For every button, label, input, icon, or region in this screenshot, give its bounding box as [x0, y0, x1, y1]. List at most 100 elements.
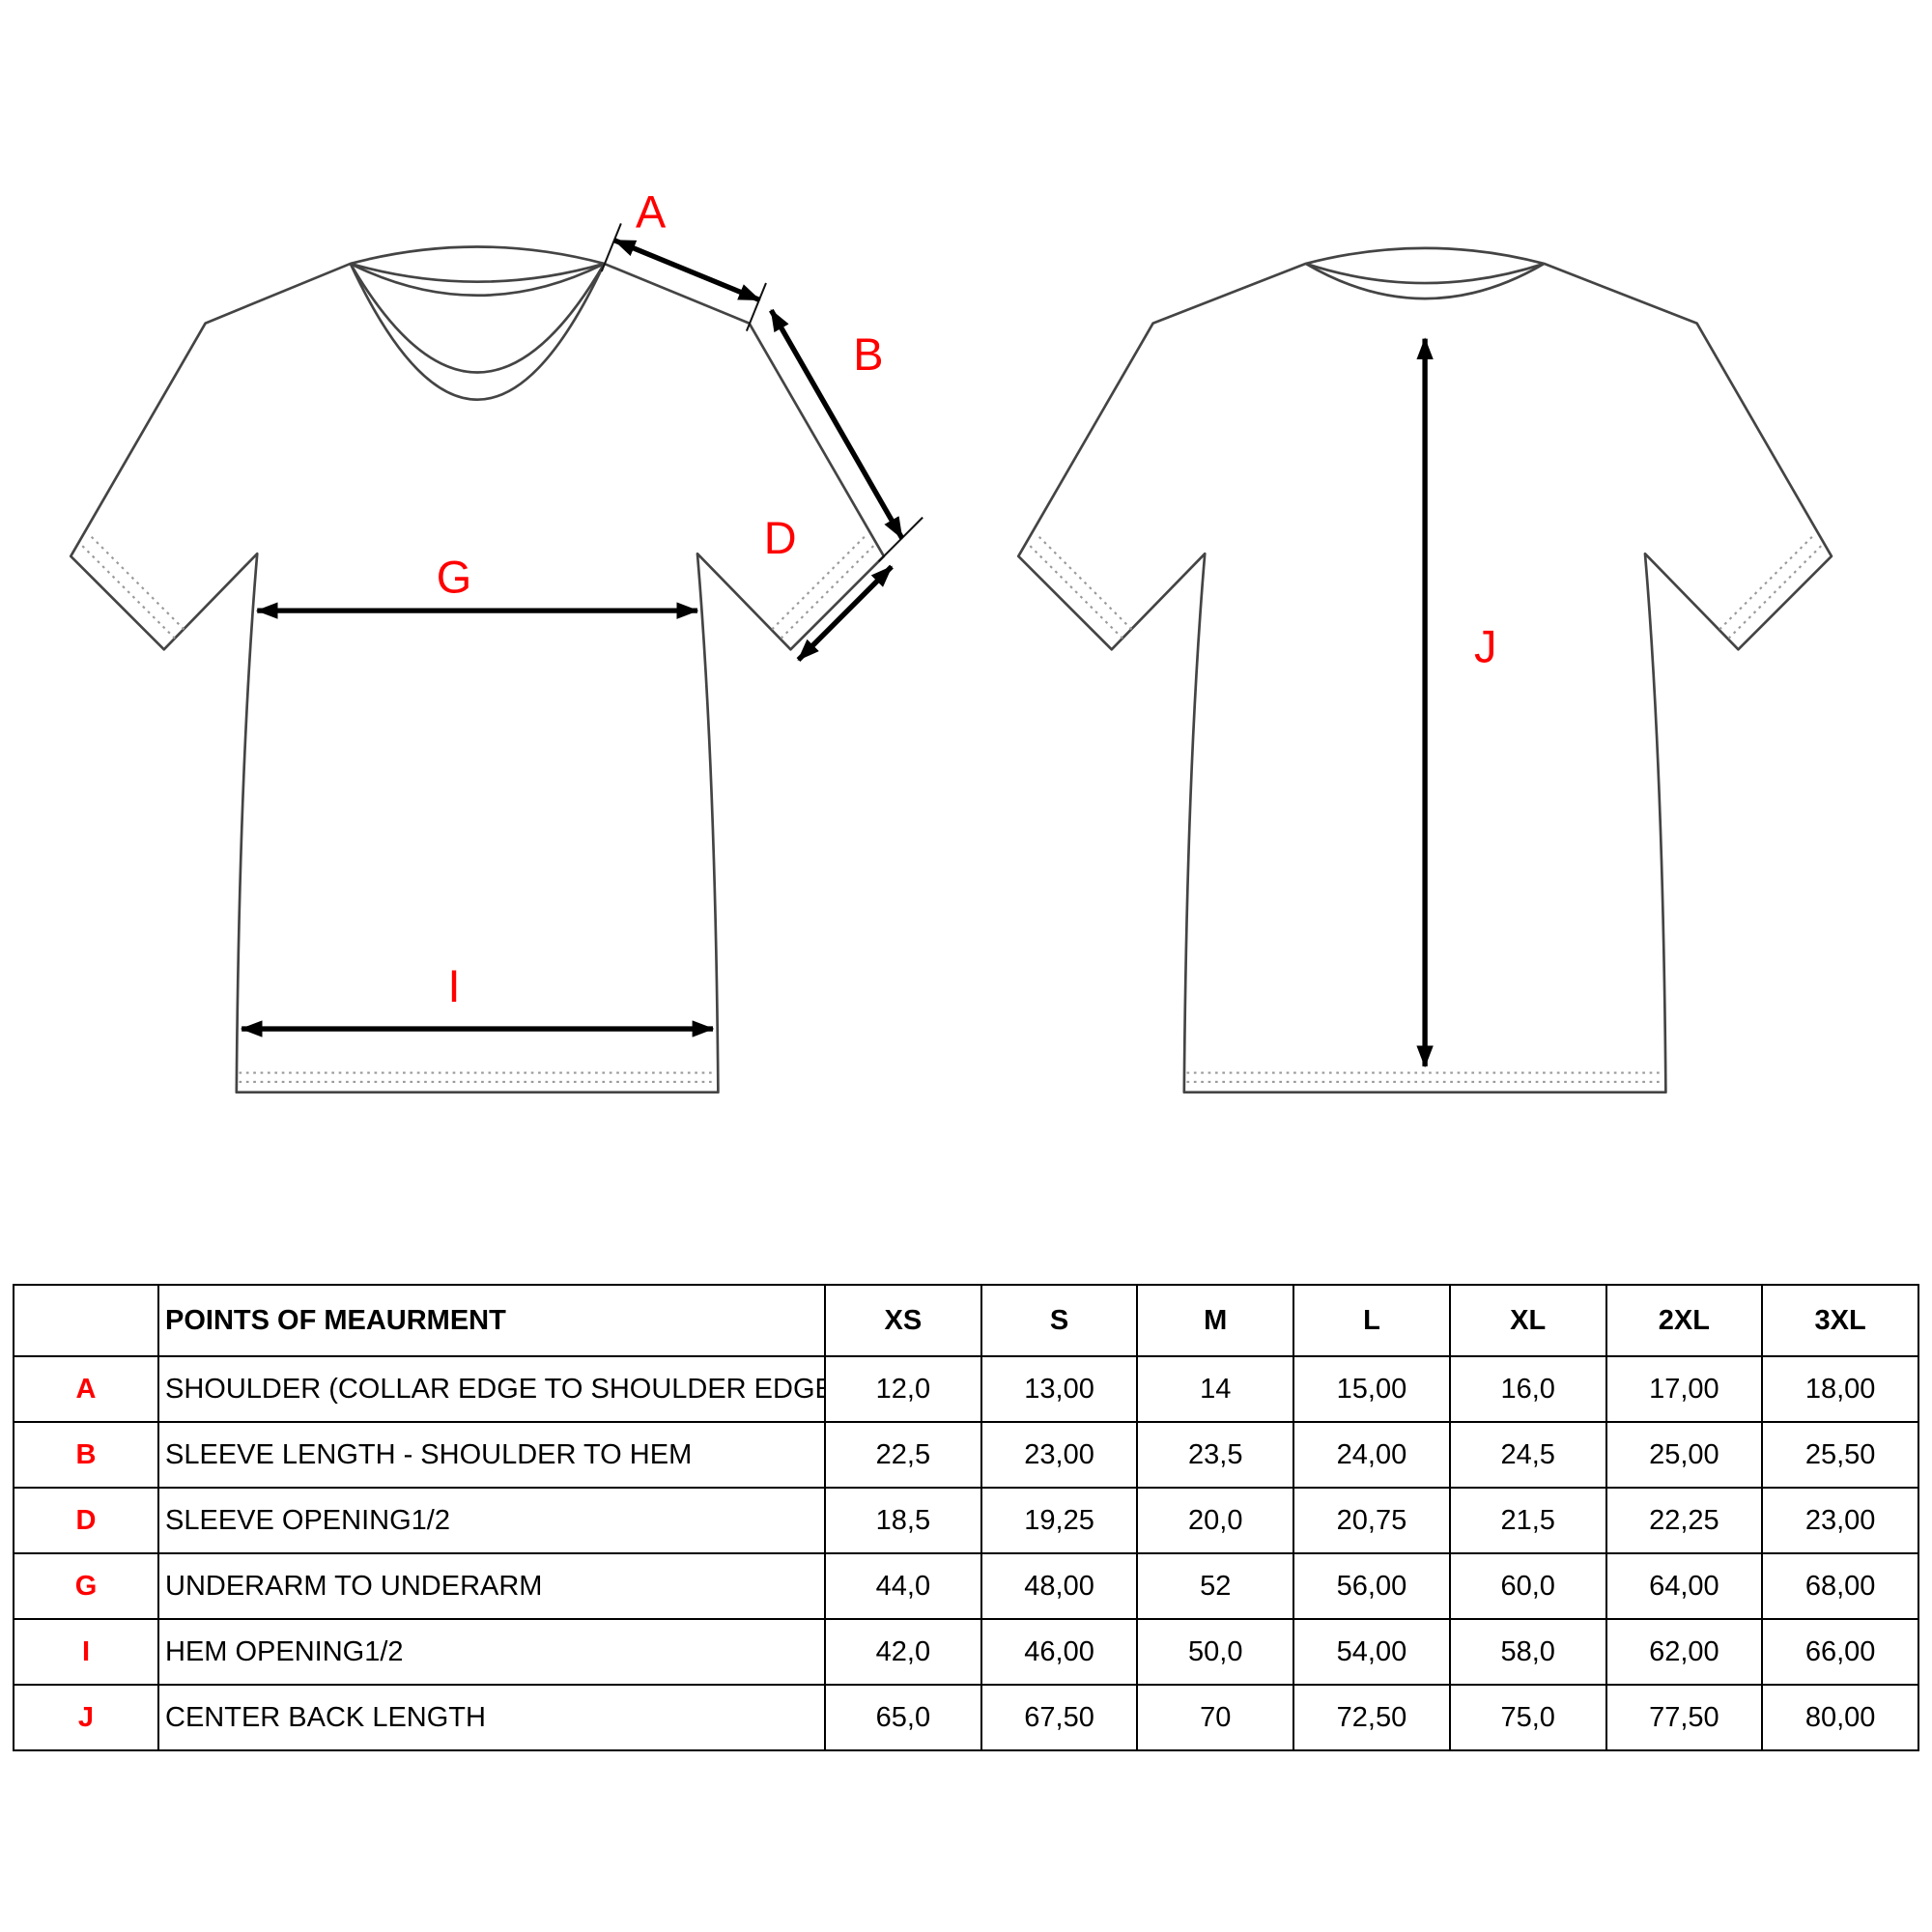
right-sleeve-hem-stitch — [1718, 535, 1813, 631]
measurement-value: 54,00 — [1293, 1618, 1451, 1687]
front-back-neck-line — [350, 262, 605, 283]
measurement-name: UNDERARM TO UNDERARM — [157, 1552, 826, 1621]
measurement-value: 75,0 — [1448, 1684, 1607, 1752]
measurement-value: 46,00 — [980, 1618, 1139, 1687]
measurement-name: CENTER BACK LENGTH — [157, 1684, 826, 1752]
measurement-value: 22,25 — [1605, 1487, 1764, 1555]
measurement-value: 62,00 — [1605, 1618, 1764, 1687]
measurement-value: 80,00 — [1761, 1684, 1919, 1752]
arrow-shoulder-A — [612, 238, 761, 302]
size-column-header: L — [1293, 1284, 1451, 1358]
measurement-value: 64,00 — [1605, 1552, 1764, 1621]
measurement-value: 68,00 — [1761, 1552, 1919, 1621]
measurement-letter: G — [13, 1552, 159, 1621]
front-shirt-body — [69, 245, 886, 1094]
right-sleeve-hem-stitch — [1726, 545, 1822, 640]
measurement-value: 22,5 — [824, 1421, 982, 1490]
measurement-value: 60,0 — [1448, 1552, 1607, 1621]
left-sleeve-hem-stitch — [81, 545, 177, 640]
measurement-value: 50,0 — [1136, 1618, 1295, 1687]
left-sleeve-hem-stitch — [90, 535, 185, 631]
back-shirt-diagram: J — [1016, 246, 1833, 1094]
measurement-value: 56,00 — [1293, 1552, 1451, 1621]
measurement-value: 25,00 — [1605, 1421, 1764, 1490]
measurement-value: 44,0 — [824, 1552, 982, 1621]
measurement-value: 23,00 — [1761, 1487, 1919, 1555]
measurement-value: 18,5 — [824, 1487, 982, 1555]
measurement-value: 13,00 — [980, 1355, 1139, 1424]
size-column-header: 2XL — [1605, 1284, 1764, 1358]
measurement-name: SHOULDER (COLLAR EDGE TO SHOULDER EDGE) — [157, 1355, 826, 1424]
measurement-value: 17,00 — [1605, 1355, 1764, 1424]
sleeve-hem-extension-tick — [877, 516, 923, 562]
measurement-value: 23,00 — [980, 1421, 1139, 1490]
measurement-value: 65,0 — [824, 1684, 982, 1752]
size-column-header: S — [980, 1284, 1139, 1358]
measurement-value: 66,00 — [1761, 1618, 1919, 1687]
front-neckline-band-inner — [349, 263, 606, 374]
measurement-value: 20,75 — [1293, 1487, 1451, 1555]
measurement-value: 52 — [1136, 1552, 1295, 1621]
measurement-letter: I — [13, 1618, 159, 1687]
measurement-letter: D — [13, 1487, 159, 1555]
front-shirt-outline — [69, 245, 886, 1094]
measurement-value: 18,00 — [1761, 1355, 1919, 1424]
measurement-value: 16,0 — [1448, 1355, 1607, 1424]
measure-label-i: I — [447, 961, 460, 1011]
measurement-name: SLEEVE LENGTH - SHOULDER TO HEM — [157, 1421, 826, 1490]
arrow-sleeve-length-B — [769, 308, 905, 540]
measure-label-b: B — [853, 329, 883, 380]
points-of-measurement-header: POINTS OF MEAURMENT — [157, 1284, 826, 1358]
measurement-name: HEM OPENING1/2 — [157, 1618, 826, 1687]
measure-label-d: D — [764, 513, 797, 563]
measurement-value: 21,5 — [1448, 1487, 1607, 1555]
measurement-value: 72,50 — [1293, 1684, 1451, 1752]
measurement-value: 12,0 — [824, 1355, 982, 1424]
measurement-letter: J — [13, 1684, 159, 1752]
shoulder-edge-tick — [745, 282, 767, 332]
measurement-value: 24,5 — [1448, 1421, 1607, 1490]
front-back-neck-band-line — [352, 264, 603, 298]
measurement-letter: B — [13, 1421, 159, 1490]
garment-diagrams: A B D G I — [69, 186, 1833, 1094]
measurement-name: SLEEVE OPENING1/2 — [157, 1487, 826, 1555]
back-neck-line — [1305, 262, 1545, 285]
shoulder-collar-tick — [600, 223, 622, 272]
measurement-value: 23,5 — [1136, 1421, 1295, 1490]
left-sleeve-hem-stitch — [1037, 535, 1133, 631]
measurement-value: 67,50 — [980, 1684, 1139, 1752]
left-sleeve-hem-stitch — [1029, 545, 1124, 640]
measure-label-j: J — [1474, 622, 1496, 672]
size-column-header: XL — [1448, 1284, 1607, 1358]
measurement-value: 19,25 — [980, 1487, 1139, 1555]
back-measurement-arrows: J — [1416, 337, 1496, 1068]
measurement-value: 15,00 — [1293, 1355, 1451, 1424]
arrow-sleeve-opening-D — [796, 564, 894, 662]
measurement-value: 70 — [1136, 1684, 1295, 1752]
measurement-value: 77,50 — [1605, 1684, 1764, 1752]
measurement-value: 24,00 — [1293, 1421, 1451, 1490]
letter-column-header — [13, 1284, 159, 1358]
size-column-header: 3XL — [1761, 1284, 1919, 1358]
measurement-value: 48,00 — [980, 1552, 1139, 1621]
size-column-header: XS — [824, 1284, 982, 1358]
back-neck-band-line — [1305, 262, 1546, 300]
size-column-header: M — [1136, 1284, 1295, 1358]
back-stitch-lines — [1029, 535, 1822, 1084]
measurement-value: 58,0 — [1448, 1618, 1607, 1687]
measure-label-a: A — [636, 186, 667, 237]
measurement-value: 25,50 — [1761, 1421, 1919, 1490]
measurement-value: 42,0 — [824, 1618, 982, 1687]
measurement-value: 14 — [1136, 1355, 1295, 1424]
